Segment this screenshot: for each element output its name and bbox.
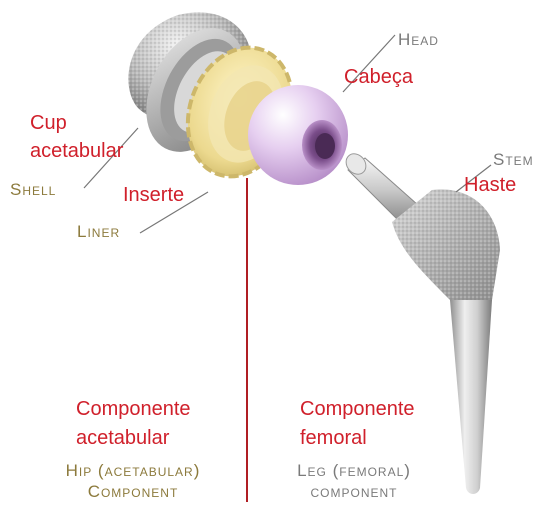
- femoral-component-pt-line1: Componente: [300, 398, 415, 420]
- leg-component-en-line2: component: [310, 482, 398, 501]
- acetabular-component-pt-line1: Componente: [76, 398, 191, 420]
- head-leader-line: [342, 34, 396, 93]
- leg-component-en-line1: Leg (femoral): [297, 461, 411, 480]
- cup-label-pt-line1: Cup: [30, 112, 67, 134]
- stem-label-en: Stem: [493, 150, 534, 169]
- stem-leader-line: [455, 164, 492, 193]
- head-label-en: Head: [398, 30, 439, 49]
- stem-label-pt: Haste: [464, 174, 517, 196]
- liner-leader-line: [139, 191, 209, 234]
- femoral-stem: [345, 153, 500, 494]
- insert-label-pt: Inserte: [123, 184, 185, 206]
- cup-label-pt-line2: acetabular: [30, 140, 124, 162]
- acetabular-component-pt-line2: acetabular: [76, 427, 170, 449]
- shell-leader-line: [83, 127, 139, 189]
- femoral-head: [248, 85, 348, 185]
- hip-component-en-line2: Component: [87, 482, 179, 501]
- hip-component-en-line1: Hip (acetabular): [65, 461, 201, 480]
- head-label-pt: Cabeça: [344, 66, 413, 88]
- femoral-component-pt-line2: femoral: [300, 427, 367, 449]
- leader-lines: [83, 34, 492, 234]
- shell-label-en: Shell: [10, 180, 57, 199]
- liner-label-en: Liner: [77, 222, 121, 241]
